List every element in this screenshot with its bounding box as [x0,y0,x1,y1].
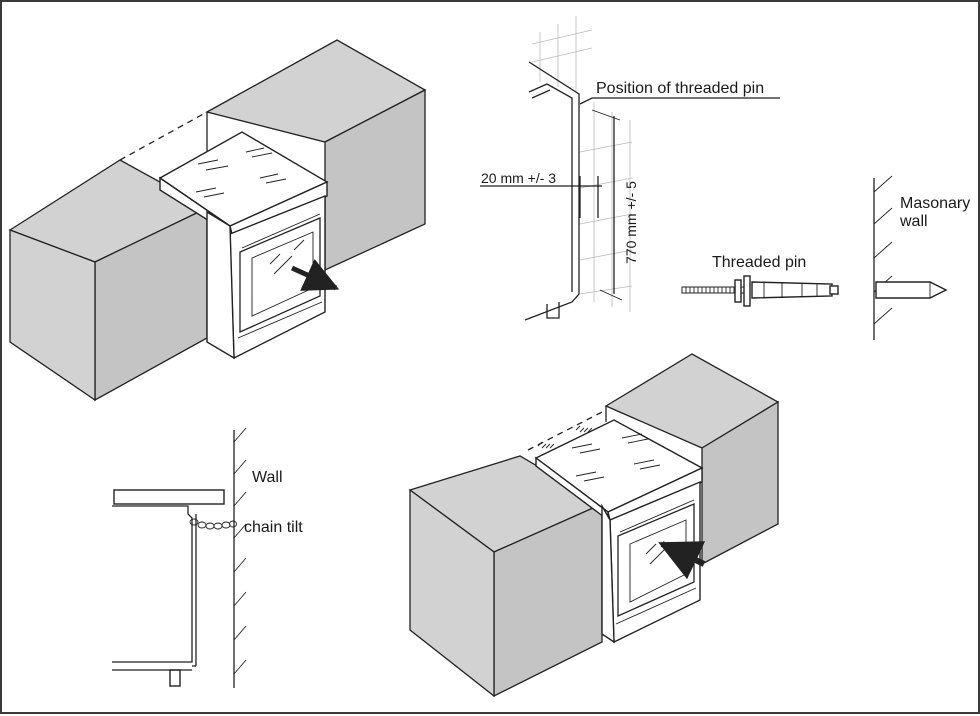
chain-tilt-label: chain tilt [244,519,303,536]
cooker-pushed-in [534,419,704,644]
masonry-wall-label-line2: wall [899,213,928,230]
left-counter-block [8,159,209,402]
panel-pin-position: Position of threaded pin 770 mm +/- 5 20… [480,16,970,340]
arrow-pull-out-icon [290,259,340,291]
wall-pins-icon [537,425,593,449]
cooker-side-chain [112,489,225,687]
arrow-push-in-icon [658,541,706,580]
wall-side-view [233,427,247,688]
pin-position-leader [579,97,780,105]
wall-label: Wall [252,469,283,486]
masonry-wall-label-line1: Masonary [900,195,970,212]
chain-icon [189,518,237,530]
panel-chain-tilt: Wall chain tilt [112,427,303,688]
dim-20-label: 20 mm +/- 3 [481,170,556,186]
dim-770-label: 770 mm +/- 5 [623,181,639,264]
gap-outline-dashed [119,111,208,161]
position-of-threaded-pin-label: Position of threaded pin [596,80,764,97]
cooker-side-view [524,61,580,321]
masonry-wall [873,175,948,340]
tile-grid [531,16,633,312]
threaded-pin-icon [681,275,839,307]
right-counter-block-2 [604,353,780,566]
threaded-pin-label: Threaded pin [712,254,806,271]
left-counter-block-2 [408,455,604,698]
panel-push-in [408,353,780,698]
cooker-pulled-out [158,131,329,360]
panel-pull-out [8,39,427,402]
